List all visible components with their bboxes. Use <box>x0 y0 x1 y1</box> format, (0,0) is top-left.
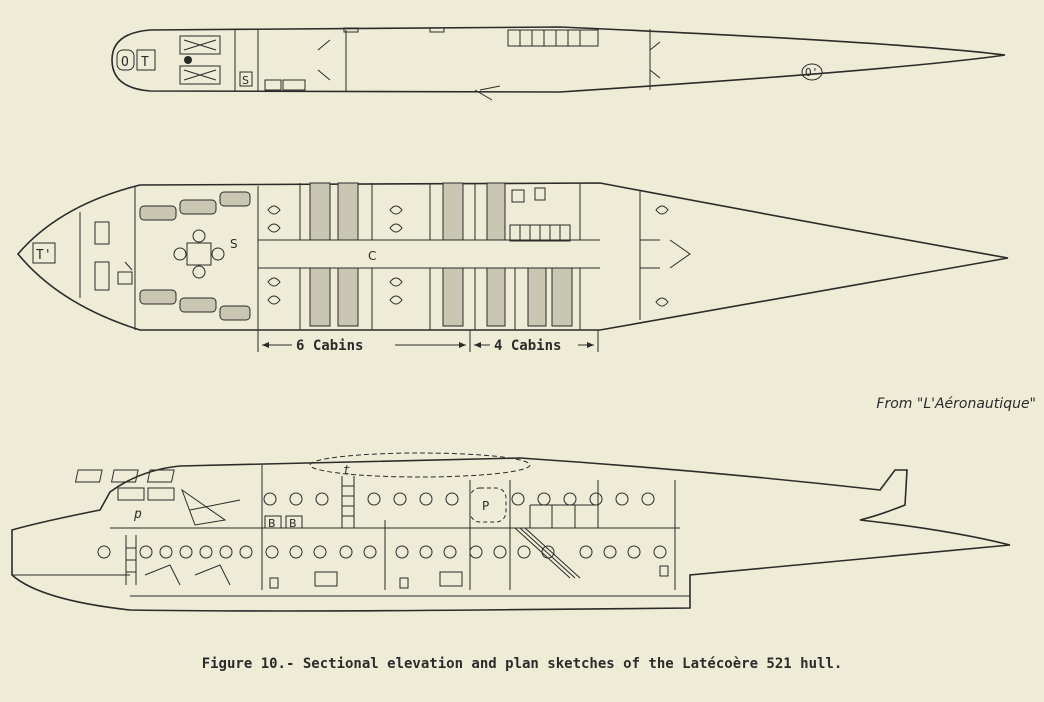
b1-label: B <box>268 517 276 530</box>
cabin-berths <box>309 182 573 327</box>
upper-deck-plan: O T S O' <box>111 26 1006 101</box>
tank-t <box>309 452 531 478</box>
four-cabins-label: 4 Cabins <box>494 338 561 354</box>
side-elevation: p B B t P <box>11 452 1011 612</box>
upper-deck-outline <box>111 26 1006 93</box>
cockpit-seats <box>179 35 221 85</box>
source-credit: From "L'Aéronautique" <box>876 396 1036 412</box>
upper-o-box <box>116 49 135 71</box>
main-deck-plan: T' S C <box>16 182 1009 354</box>
upper-t-label: T <box>141 55 149 70</box>
upper-o-prime-label: O' <box>805 66 818 79</box>
p-zone <box>469 487 507 523</box>
salon-seats-bottom <box>139 289 251 321</box>
corridor-c-label: C <box>368 249 376 263</box>
salon-seats-top <box>139 191 251 221</box>
upper-o-prime-box <box>801 63 823 81</box>
upper-stairs <box>507 29 599 47</box>
upper-portholes <box>263 492 655 506</box>
salon-table <box>173 229 225 279</box>
upper-s-label: S <box>242 74 249 87</box>
salon-s-label: S <box>230 237 238 251</box>
p-zone-label: P <box>482 499 489 513</box>
main-stairs <box>509 187 571 242</box>
washbasins <box>267 205 669 307</box>
crew-p-label: p <box>133 507 142 522</box>
upper-t-box <box>136 49 156 71</box>
tank-t-label: t <box>343 463 350 477</box>
lower-portholes <box>97 545 667 559</box>
six-cabins-label: 6 Cabins <box>296 338 363 354</box>
hull-outline <box>11 457 1011 612</box>
main-deck-outline <box>16 182 1009 331</box>
lower-furniture <box>144 564 669 589</box>
upper-o-label: O <box>121 55 129 70</box>
cabin-dimension-lines <box>257 330 599 352</box>
t-prime-label: T' <box>36 248 52 263</box>
b2-label: B <box>289 517 297 530</box>
t-prime-box <box>32 242 56 264</box>
figure-caption: Figure 10.- Sectional elevation and plan… <box>201 656 843 672</box>
ladder <box>125 476 355 585</box>
cockpit-windows <box>74 469 175 501</box>
